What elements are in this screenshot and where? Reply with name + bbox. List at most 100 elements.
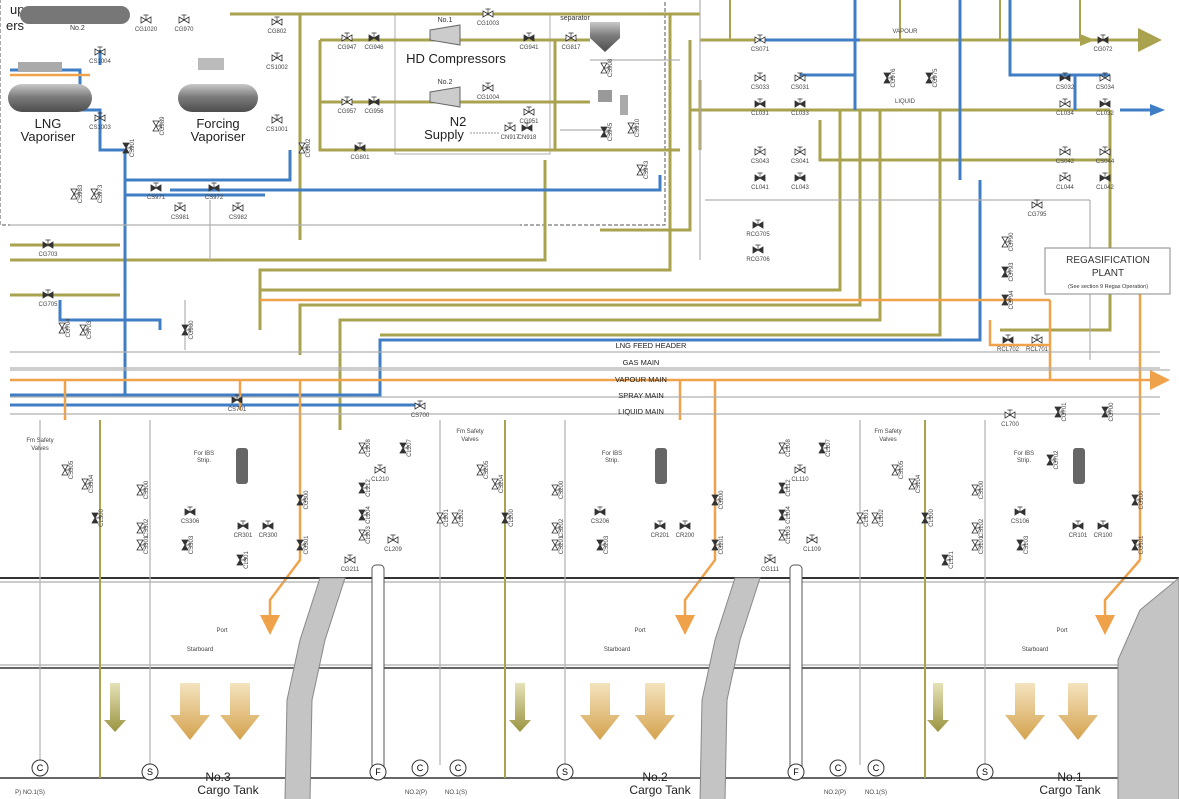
- valve-tag: CG100: [1139, 490, 1145, 510]
- valve-cl108: CL108: [778, 439, 792, 457]
- valve-symbol: [794, 146, 806, 156]
- valve-symbol: [140, 14, 152, 24]
- valve-tag: CG702: [1054, 450, 1060, 470]
- valve-symbol: [1099, 98, 1111, 108]
- pump-f-tank1: F: [787, 763, 805, 781]
- valve-cg700: CG700: [1101, 402, 1115, 422]
- valve-tag: CG970: [174, 27, 194, 33]
- valve-tag: CG946: [364, 45, 384, 51]
- valve-symbol: [178, 14, 190, 24]
- valve-cg989: CG989: [152, 116, 166, 136]
- valve-cs973: CS973: [90, 184, 104, 203]
- valve-cg975: CG975: [925, 68, 939, 88]
- liquid-main-label: LIQUID MAIN: [618, 407, 664, 416]
- valve-tag: CS300: [144, 480, 150, 499]
- valve-cs071: CS071: [751, 34, 770, 53]
- tank1-bulkhead: [1117, 577, 1179, 799]
- valve-tag: CS303: [189, 535, 195, 554]
- valve-cl101: CL101: [856, 509, 870, 527]
- pump-c-tank1-p-letter: C: [835, 763, 842, 773]
- valve-cl110: CL110: [791, 464, 809, 483]
- valve-cg1020: CG1020: [135, 14, 158, 33]
- valve-tag: CS204: [499, 474, 505, 493]
- pumps: C S F C C S F C C S: [31, 759, 994, 781]
- pump-s-tank3: S: [141, 763, 159, 781]
- valve-rcl702: RCL702: [997, 334, 1020, 353]
- valve-symbol: [754, 98, 766, 108]
- valve-symbol: [1059, 146, 1071, 156]
- valve-cs908: CS908: [600, 58, 614, 77]
- valve-cl102: CL102: [871, 509, 885, 527]
- valve-tag: CL301: [244, 551, 250, 569]
- tank2-port: Port: [634, 628, 645, 634]
- valve-cg701: CG701: [1054, 402, 1068, 422]
- valve-cg704: CG704: [58, 318, 72, 338]
- valve-cs982: CS982: [229, 202, 248, 221]
- valve-tag: RCL702: [997, 347, 1020, 353]
- valve-symbol: [794, 464, 806, 474]
- valve-cs206: CS206: [591, 506, 610, 525]
- n2-supply-label-2: Supply: [424, 127, 464, 142]
- valve-cs300: CS300: [136, 480, 150, 499]
- tank1-for-ibs-2: Strip.: [1017, 458, 1031, 464]
- lng-vaporiser-label-2: Vaporiser: [21, 129, 76, 144]
- valve-cl210: CL210: [371, 464, 390, 483]
- top-left-no2: No.2: [70, 25, 85, 32]
- tank3-bulkhead: [284, 577, 346, 799]
- valve-cl112: CL112: [778, 479, 792, 497]
- valve-tag: CG989: [160, 116, 166, 136]
- valve-tag: CG947: [337, 45, 357, 51]
- valve-cs034: CS034: [1096, 72, 1115, 91]
- valve-symbol: [1072, 520, 1084, 530]
- valve-cg111: CG111: [761, 554, 780, 573]
- valve-tag: CS200: [559, 480, 565, 499]
- valve-cl043: CL043: [791, 172, 810, 191]
- valve-cl042: CL042: [1096, 172, 1115, 191]
- valve-tag: CS043: [751, 159, 770, 165]
- tank2-labels: No.2 Cargo Tank Fm Safety Valves For IBS…: [405, 429, 692, 797]
- valve-symbol: [414, 400, 426, 410]
- valve-cs302: CS302: [136, 518, 150, 537]
- pump-c-tank3: C: [31, 759, 49, 777]
- pump-c-tank3-letter: C: [37, 763, 44, 773]
- valve-cs102: CS102: [971, 518, 985, 537]
- valve-tag: CS1003: [89, 125, 111, 131]
- valve-tag: CS700: [411, 413, 430, 419]
- n2-supply-label-1: N2: [450, 114, 467, 129]
- valve-cr201: CR201: [651, 520, 670, 539]
- valve-symbol: [42, 289, 54, 299]
- valve-tag: CL042: [1096, 185, 1114, 191]
- valve-cl301: CL301: [236, 551, 250, 569]
- tank2-for-ibs-1: For IBS: [602, 451, 622, 457]
- valve-rcl701: RCL701: [1026, 334, 1049, 353]
- tank-drop-pipes: [39, 420, 986, 778]
- forcing-vaporiser-label-2: Vaporiser: [191, 129, 246, 144]
- valve-symbol: [262, 520, 274, 530]
- valve-tag: CG794: [1009, 290, 1015, 310]
- valve-tag: CG976: [891, 68, 897, 88]
- valve-cl044: CL044: [1056, 172, 1075, 191]
- tank3-starboard: Starboard: [187, 647, 213, 653]
- valve-cl202: CL202: [451, 509, 465, 527]
- pump-f-tank1-letter: F: [793, 767, 799, 777]
- valve-cs044: CS044: [1096, 146, 1115, 165]
- valve-cs105: CS105: [891, 460, 905, 479]
- valve-cg705: CG705: [38, 289, 58, 308]
- valve-cr300: CR300: [259, 520, 278, 539]
- regas-plant-label-2: PLANT: [1092, 268, 1124, 279]
- valve-cl212: CL212: [358, 479, 372, 497]
- valve-symbol: [1004, 409, 1016, 419]
- valve-symbol: [271, 16, 283, 26]
- valve-symbol: [1059, 172, 1071, 182]
- tank3-fm-safety-2: Valves: [31, 446, 49, 452]
- valve-cr200: CR200: [676, 520, 695, 539]
- valve-tag: CS305: [69, 460, 75, 479]
- pump-s-tank2-letter: S: [562, 767, 568, 777]
- valve-tag: CS203: [604, 535, 610, 554]
- valve-cs1003: CS1003: [89, 112, 112, 131]
- valve-cn917: CN917: [501, 122, 520, 141]
- valve-cg801: CG801: [350, 142, 370, 161]
- tank3-port: Port: [216, 628, 227, 634]
- tank3-dome: [236, 448, 248, 484]
